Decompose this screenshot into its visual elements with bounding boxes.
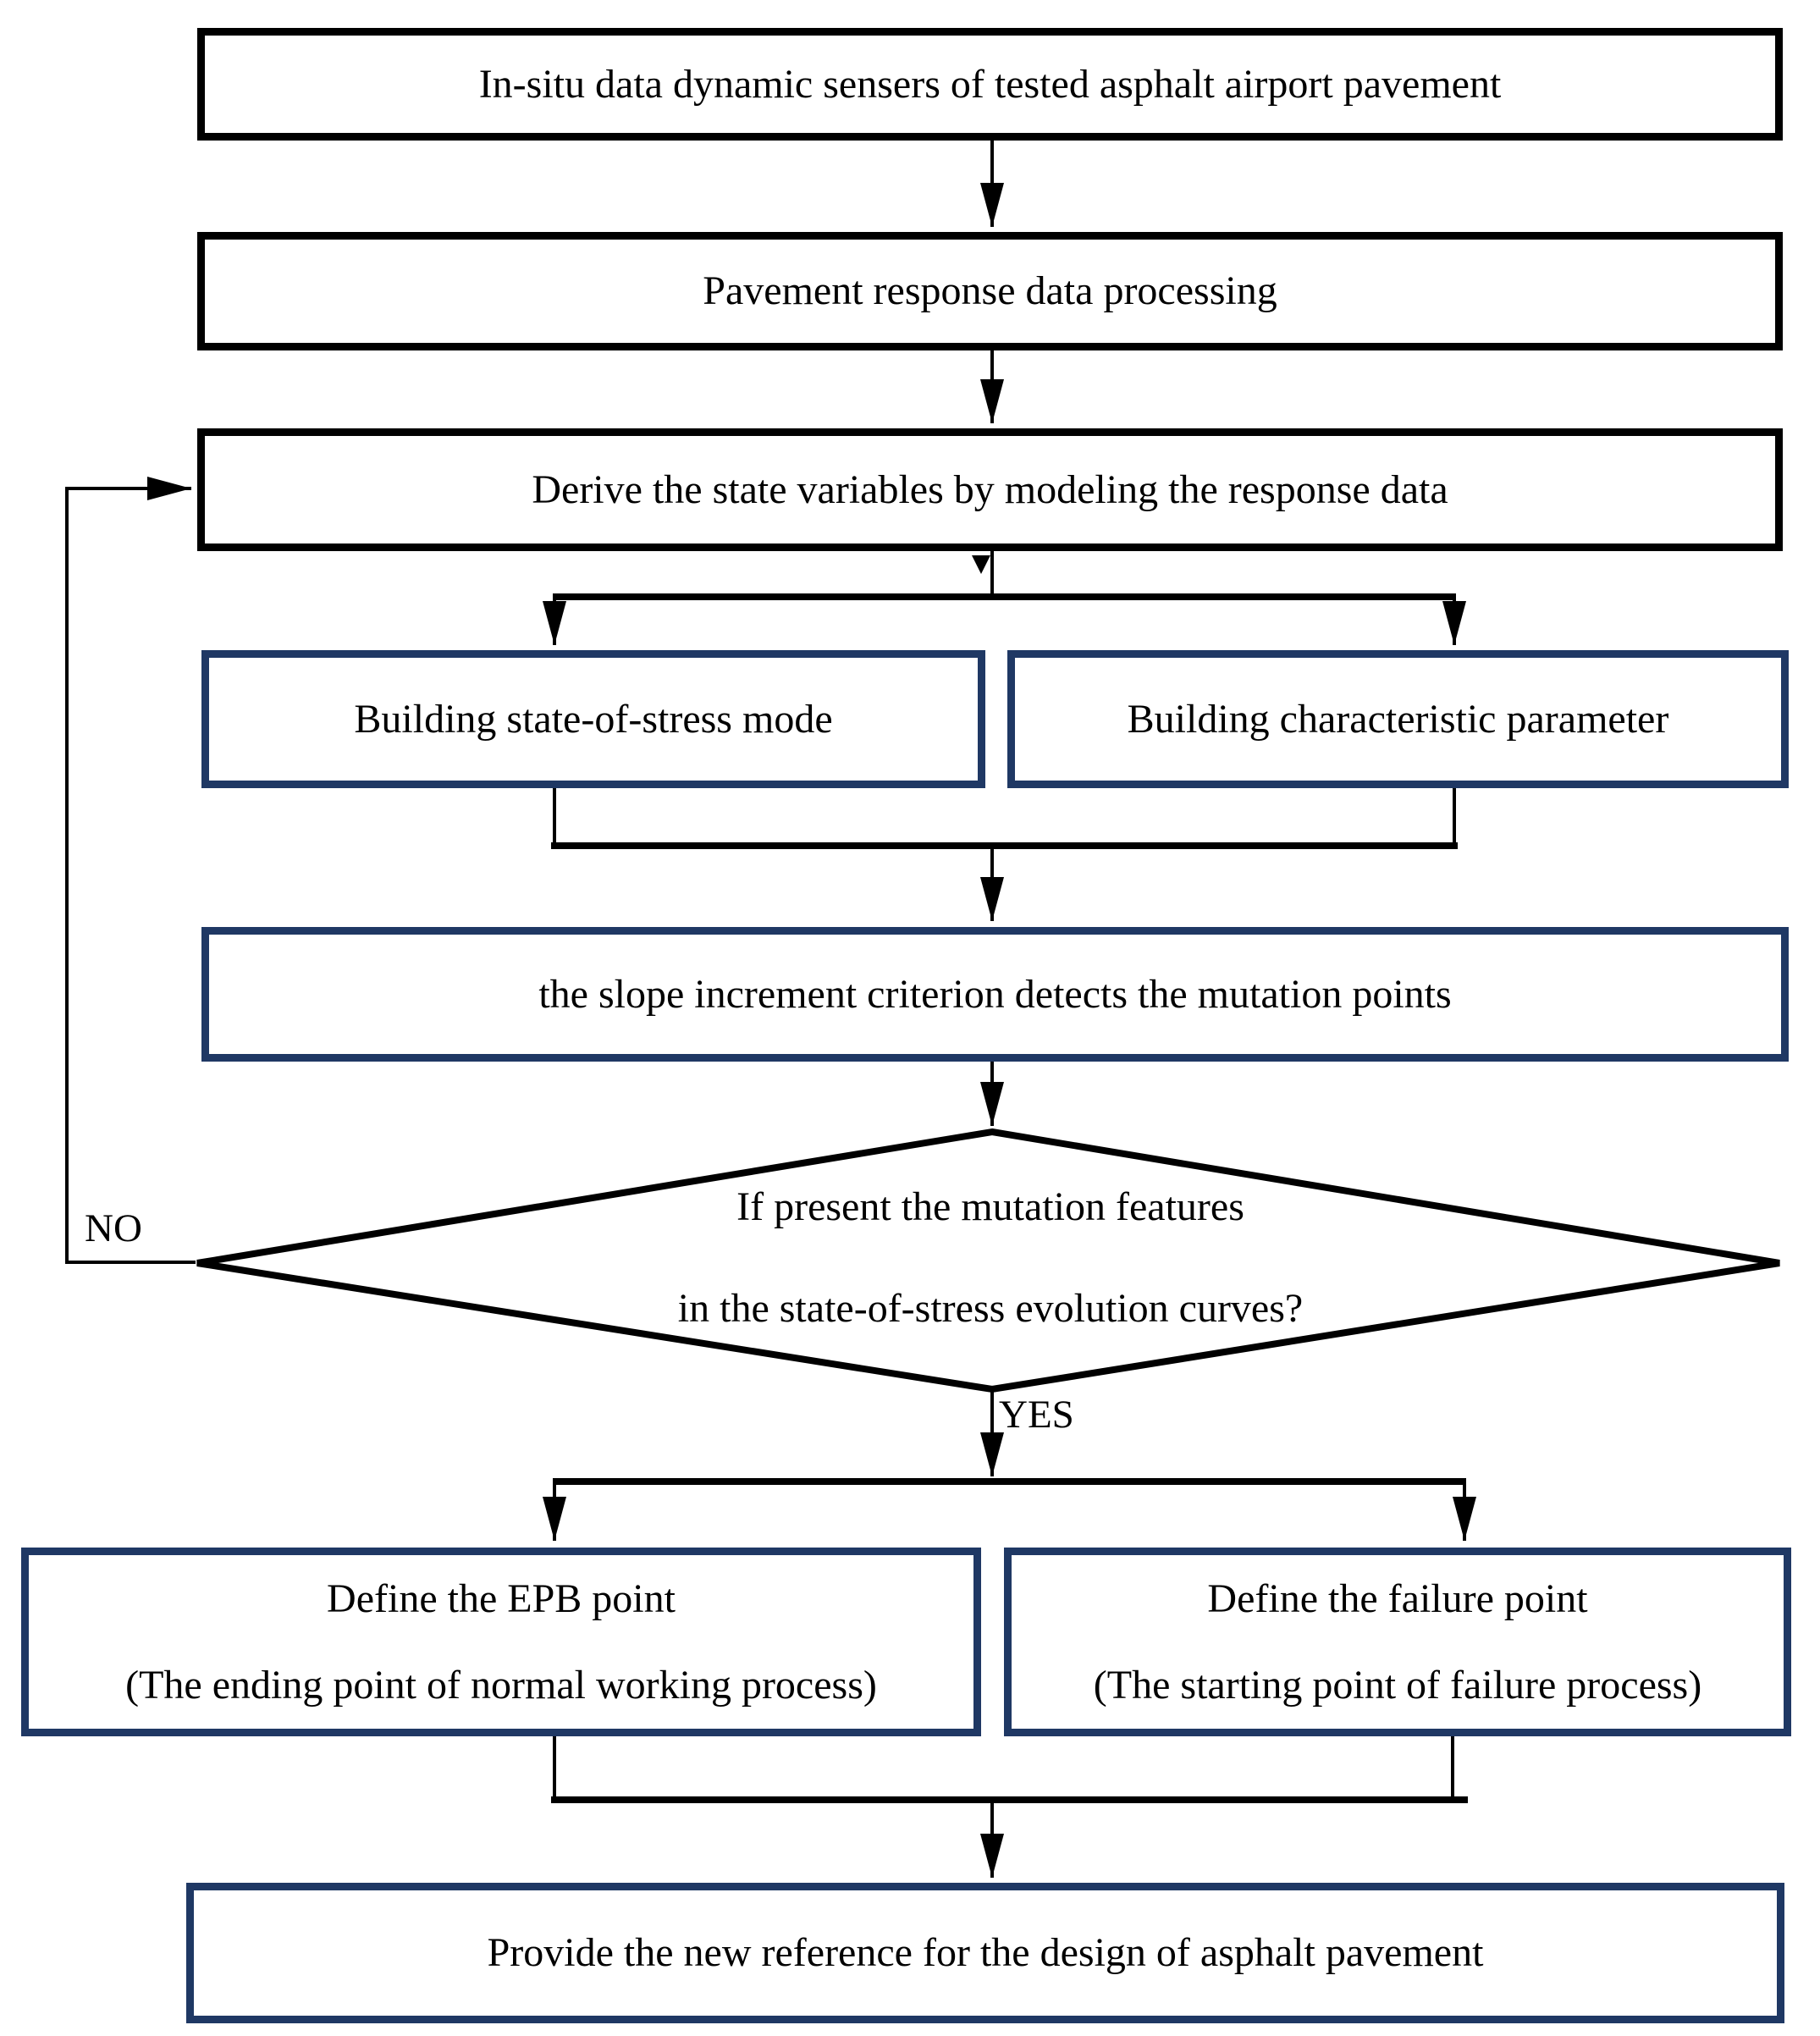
edge-no-loop (65, 477, 196, 1264)
node-building-state-of-stress-mode-label: Building state-of-stress mode (354, 696, 833, 742)
node-response-processing: Pavement response data processing (197, 232, 1783, 350)
mini-arrowhead (972, 555, 990, 574)
node-define-epb-point: Define the EPB point (The ending point o… (21, 1548, 981, 1736)
node-derive-state-variables: Derive the state variables by modeling t… (197, 428, 1783, 551)
node-define-epb-point-line1: Define the EPB point (327, 1575, 676, 1621)
decision-text-line1: If present the mutation features (736, 1184, 1244, 1229)
node-derive-state-variables-label: Derive the state variables by modeling t… (532, 466, 1448, 512)
node-define-failure-point: Define the failure point (The starting p… (1004, 1548, 1791, 1736)
node-building-characteristic-parameter: Building characteristic parameter (1007, 650, 1789, 788)
node-building-characteristic-parameter-label: Building characteristic parameter (1127, 696, 1669, 742)
node-define-failure-point-line1: Define the failure point (1207, 1575, 1588, 1621)
node-provide-new-reference: Provide the new reference for the design… (186, 1883, 1784, 2023)
yes-edge-label: YES (999, 1393, 1074, 1437)
node-building-state-of-stress-mode: Building state-of-stress mode (201, 650, 985, 788)
node-slope-increment-criterion: the slope increment criterion detects th… (201, 927, 1789, 1062)
node-provide-new-reference-label: Provide the new reference for the design… (487, 1930, 1484, 1976)
node-define-epb-point-line2: (The ending point of normal working proc… (125, 1662, 877, 1708)
node-insitu-data-label: In-situ data dynamic sensers of tested a… (478, 61, 1502, 107)
decision-diamond (196, 1128, 1780, 1393)
decision-text-line2: in the state-of-stress evolution curves? (677, 1286, 1304, 1331)
no-edge-label: NO (85, 1206, 142, 1250)
node-response-processing-label: Pavement response data processing (703, 268, 1277, 314)
node-insitu-data: In-situ data dynamic sensers of tested a… (197, 28, 1783, 141)
node-define-failure-point-line2: (The starting point of failure process) (1093, 1662, 1702, 1708)
node-slope-increment-criterion-label: the slope increment criterion detects th… (538, 971, 1452, 1017)
